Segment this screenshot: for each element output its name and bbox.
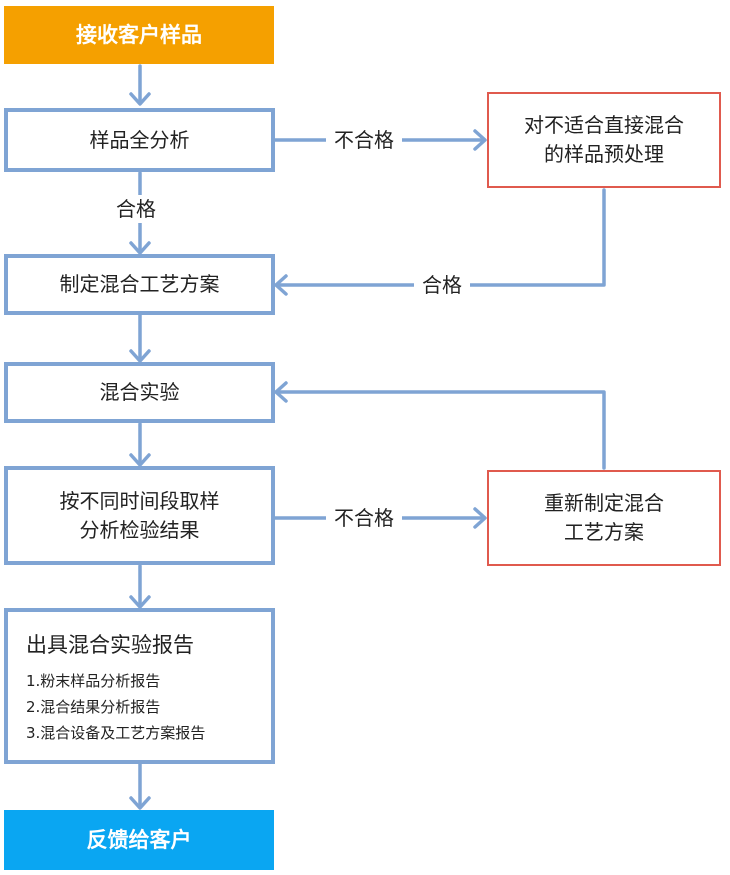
connector-pretreat-plan (274, 188, 606, 287)
node-experiment-report: 出具混合实验报告 1.粉末样品分析报告 2.混合结果分析报告 3.混合设备及工艺… (4, 608, 275, 764)
arrowhead-experiment-sampling (129, 453, 151, 467)
arrowhead-plan-experiment (129, 349, 151, 363)
node-receive-samples: 接收客户样品 (4, 6, 274, 64)
node-receive-samples-label: 接收客户样品 (76, 22, 202, 47)
edge-label-fail-1: 不合格 (326, 126, 402, 154)
node-pretreatment: 对不适合直接混合 的样品预处理 (487, 92, 721, 188)
node-sampling-analysis-line-1: 按不同时间段取样 (59, 488, 220, 513)
arrowhead-report-feedback (129, 796, 151, 810)
arrowhead-sampling-report (129, 595, 151, 609)
arrowhead-sampling-redo (473, 507, 487, 529)
node-redo-plan: 重新制定混合 工艺方案 (487, 470, 721, 566)
report-title: 出具混合实验报告 (26, 633, 194, 657)
edge-label-fail-2: 不合格 (326, 504, 402, 532)
node-mixing-experiment-label: 混合实验 (99, 380, 180, 404)
report-item: 3.混合设备及工艺方案报告 (26, 724, 206, 743)
arrowhead-receive-analysis (129, 92, 151, 106)
node-pretreatment-line-2: 的样品预处理 (544, 142, 664, 166)
node-mixing-plan: 制定混合工艺方案 (4, 254, 275, 315)
arrowhead-analysis-plan (129, 241, 151, 255)
node-redo-plan-line-1: 重新制定混合 (544, 491, 664, 515)
node-sample-analysis: 样品全分析 (4, 108, 275, 172)
node-feedback-customer: 反馈给客户 (4, 810, 274, 870)
edge-label-pass-1: 合格 (108, 195, 164, 223)
arrowhead-redo-experiment (274, 381, 288, 403)
edge-label-pass-2: 合格 (414, 271, 470, 299)
node-pretreatment-line-1: 对不适合直接混合 (524, 113, 684, 137)
node-redo-plan-line-2: 工艺方案 (564, 520, 644, 544)
node-sampling-analysis-line-2: 分析检验结果 (79, 517, 200, 542)
node-sample-analysis-label: 样品全分析 (89, 127, 190, 152)
node-feedback-customer-label: 反馈给客户 (86, 827, 192, 852)
arrowhead-analysis-pretreat (473, 129, 487, 151)
arrowhead-pretreat-plan (274, 274, 288, 296)
node-sampling-analysis: 按不同时间段取样 分析检验结果 (4, 466, 275, 565)
report-item: 2.混合结果分析报告 (26, 698, 161, 717)
report-item: 1.粉末样品分析报告 (26, 672, 161, 691)
connector-redo-experiment (274, 390, 606, 470)
node-mixing-plan-label: 制定混合工艺方案 (59, 272, 220, 296)
node-mixing-experiment: 混合实验 (4, 362, 275, 423)
